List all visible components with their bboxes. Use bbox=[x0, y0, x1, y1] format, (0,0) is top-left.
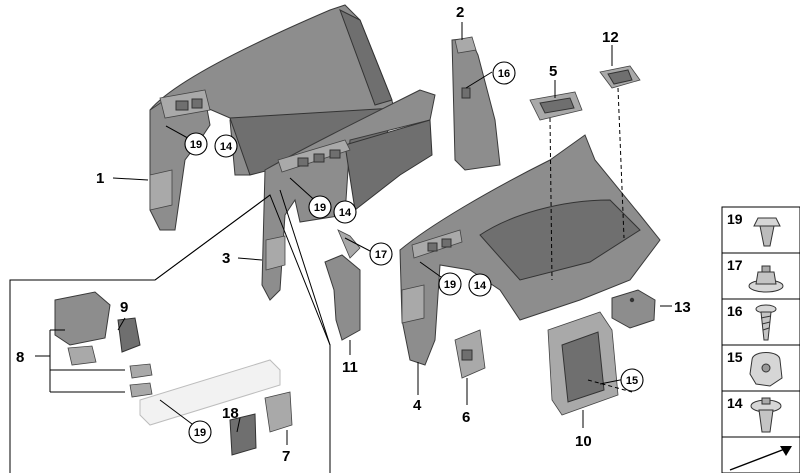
side-trim-panel-4[interactable] bbox=[399, 134, 661, 366]
svg-text:19: 19 bbox=[314, 202, 326, 214]
legend-row-14: 14 bbox=[727, 395, 782, 433]
mount-line-15 bbox=[587, 379, 633, 393]
circled-callout-a19: 19 bbox=[184, 132, 208, 156]
expanding-rivet-icon bbox=[750, 397, 782, 433]
circled-callout-a14: 14 bbox=[214, 134, 238, 158]
svg-text:14: 14 bbox=[474, 280, 487, 292]
svg-text:19: 19 bbox=[190, 139, 202, 151]
net-cover-10[interactable] bbox=[547, 311, 619, 416]
svg-text:15: 15 bbox=[626, 375, 638, 387]
legend-row-19: 19 bbox=[727, 211, 781, 247]
speed-nut-icon bbox=[748, 265, 784, 293]
callout-11: 11 bbox=[342, 359, 358, 376]
circled-callout-f14: 14 bbox=[468, 273, 492, 297]
circled-callout-d16: 16 bbox=[492, 61, 516, 85]
bracket-11[interactable] bbox=[324, 229, 361, 341]
callout-3: 3 bbox=[222, 250, 230, 267]
pillar-trim-2[interactable] bbox=[451, 36, 501, 171]
callout-7: 7 bbox=[282, 448, 290, 465]
callout-6: 6 bbox=[462, 409, 470, 426]
svg-text:14: 14 bbox=[727, 395, 743, 411]
circled-callout-g15: 15 bbox=[620, 368, 644, 392]
mount-line-5 bbox=[549, 117, 553, 281]
callout-9: 9 bbox=[120, 299, 128, 316]
cover-12[interactable] bbox=[599, 65, 641, 89]
legend-row-15: 15 bbox=[727, 349, 783, 387]
callout-10: 10 bbox=[575, 433, 592, 450]
svg-text:15: 15 bbox=[727, 349, 743, 365]
svg-text:14: 14 bbox=[220, 141, 233, 153]
clip-nut-icon bbox=[749, 352, 783, 387]
circled-callout-e17: 17 bbox=[369, 242, 393, 266]
callout-18: 18 bbox=[222, 405, 239, 422]
svg-text:19: 19 bbox=[444, 279, 456, 291]
legend-row-17: 17 bbox=[727, 257, 784, 293]
legend-row-16: 16 bbox=[727, 303, 777, 341]
legend-arrow-icon bbox=[729, 446, 792, 471]
side-trim-panel-3[interactable] bbox=[261, 89, 436, 301]
fastener-legend: 19 17 16 15 bbox=[721, 206, 800, 473]
svg-text:19: 19 bbox=[194, 427, 206, 439]
callout-12: 12 bbox=[602, 29, 619, 46]
svg-text:17: 17 bbox=[375, 249, 387, 261]
circled-callout-b19: 19 bbox=[308, 195, 332, 219]
callout-8: 8 bbox=[16, 349, 24, 366]
circled-callout-h19: 19 bbox=[188, 420, 212, 444]
callout-13: 13 bbox=[674, 299, 691, 316]
svg-text:19: 19 bbox=[727, 211, 743, 227]
screw-icon bbox=[755, 304, 777, 341]
storage-tray-5[interactable] bbox=[529, 91, 583, 121]
callout-5: 5 bbox=[549, 63, 557, 80]
detail-inset bbox=[9, 189, 331, 473]
circled-callout-f19: 19 bbox=[438, 272, 462, 296]
svg-text:16: 16 bbox=[498, 68, 510, 80]
trim-piece-6[interactable] bbox=[454, 329, 486, 379]
svg-text:14: 14 bbox=[339, 207, 352, 219]
callout-1: 1 bbox=[96, 170, 104, 187]
bracket-13[interactable] bbox=[611, 289, 656, 329]
svg-text:16: 16 bbox=[727, 303, 743, 319]
circled-callout-b14: 14 bbox=[333, 200, 357, 224]
svg-text:17: 17 bbox=[727, 257, 743, 273]
callout-2: 2 bbox=[456, 4, 464, 21]
callout-4: 4 bbox=[413, 397, 422, 414]
push-rivet-icon bbox=[753, 217, 781, 247]
